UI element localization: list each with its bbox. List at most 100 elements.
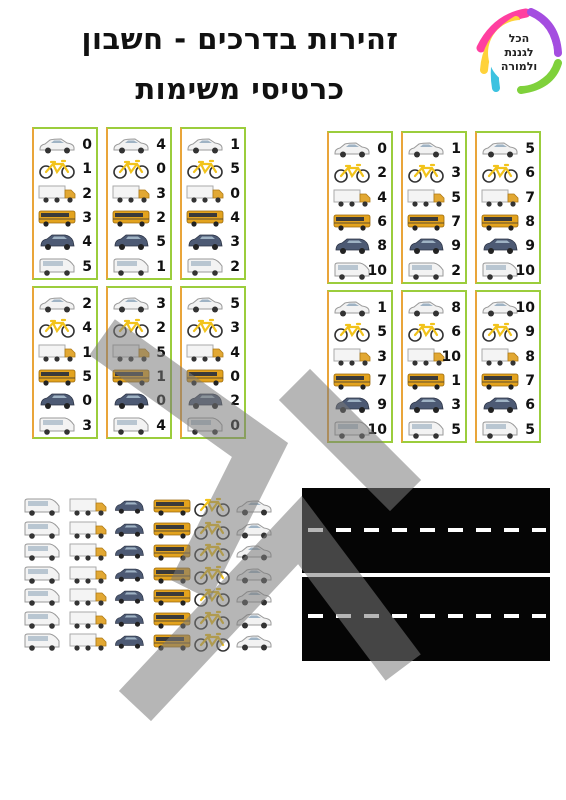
- vehicle-count: 0: [230, 185, 240, 202]
- vehicle-count: 3: [377, 348, 387, 365]
- bus-icon: [37, 366, 77, 392]
- suv-icon: [480, 394, 520, 420]
- vehicle-count: 5: [82, 368, 92, 385]
- vehicle-count: 2: [230, 258, 240, 275]
- task-card-left-1: 1 5 0 4 3 2: [180, 127, 246, 280]
- vehicle-count: 0: [82, 393, 92, 410]
- vehicle-count: 4: [82, 320, 92, 337]
- vehicle-count: 1: [451, 372, 461, 389]
- bus-icon: [111, 207, 151, 233]
- bus-icon: [480, 211, 520, 237]
- bicycle-icon: [406, 162, 446, 188]
- logo-text: הכל לגננת ולמורה: [500, 32, 538, 73]
- van-icon: [332, 419, 372, 445]
- car-icon: [37, 134, 77, 160]
- task-card-left-5: 3 2 5 1 0 4: [106, 286, 172, 439]
- truck-icon: [37, 342, 77, 368]
- vehicle-count: 1: [156, 368, 166, 385]
- vehicle-count: 5: [525, 421, 535, 438]
- vehicle-count: 3: [230, 320, 240, 337]
- bus-icon: [37, 207, 77, 233]
- page-title: זהירות בדרכים - חשבון: [81, 22, 399, 56]
- task-card-left-4: 5 3 4 0 2 0: [180, 286, 246, 439]
- suv-icon: [37, 390, 77, 416]
- vehicle-count: 2: [451, 262, 461, 279]
- road-markings: [302, 528, 550, 618]
- van-icon: [185, 256, 225, 282]
- vehicle-count: 10: [441, 348, 461, 365]
- vehicle-count: 7: [451, 213, 461, 230]
- task-card-right-5: 8 6 10 1 3 5: [401, 290, 467, 443]
- car-cutout-icon: [234, 631, 274, 657]
- vehicle-count: 3: [451, 397, 461, 414]
- suv-icon: [406, 235, 446, 261]
- van-cutout-icon: [22, 586, 62, 612]
- vehicle-count: 6: [451, 324, 461, 341]
- vehicle-count: 0: [82, 137, 92, 153]
- car-icon: [111, 134, 151, 160]
- vehicle-count: 8: [377, 238, 387, 255]
- vehicle-count: 1: [82, 161, 92, 178]
- bus-icon: [332, 370, 372, 396]
- vehicle-count: 7: [525, 189, 535, 206]
- suv-cutout-icon: [112, 631, 146, 657]
- suv-icon: [185, 231, 225, 257]
- car-icon: [111, 293, 151, 319]
- bicycle-icon: [111, 158, 151, 184]
- suv-icon: [185, 390, 225, 416]
- car-icon: [480, 297, 520, 323]
- vehicle-count: 1: [377, 300, 387, 316]
- suv-icon: [111, 231, 151, 257]
- vehicle-count: 0: [230, 368, 240, 385]
- suv-icon: [37, 231, 77, 257]
- bicycle-icon: [332, 321, 372, 347]
- task-card-right-3: 0 2 4 6 8 10: [327, 131, 393, 284]
- vehicle-count: 2: [156, 320, 166, 337]
- car-icon: [480, 138, 520, 164]
- vehicle-count: 3: [230, 234, 240, 251]
- vehicle-count: 7: [377, 372, 387, 389]
- car-icon: [406, 297, 446, 323]
- bus-icon: [406, 370, 446, 396]
- vehicle-count: 5: [230, 296, 240, 312]
- bicycle-icon: [406, 321, 446, 347]
- truck-icon: [111, 342, 151, 368]
- task-card-right-4: 10 9 8 7 6 5: [475, 290, 541, 443]
- vehicle-count: 8: [451, 300, 461, 316]
- vehicle-count: 5: [230, 161, 240, 178]
- task-card-left-6: 2 4 1 5 0 3: [32, 286, 98, 439]
- bus-icon: [185, 207, 225, 233]
- task-card-right-1: 5 6 7 8 9 10: [475, 131, 541, 284]
- vehicle-count: 0: [377, 141, 387, 157]
- vehicle-count: 0: [156, 161, 166, 178]
- vehicle-count: 7: [525, 372, 535, 389]
- van-cutout-icon: [22, 496, 62, 522]
- vehicle-count: 4: [156, 417, 166, 434]
- van-cutout-icon: [22, 609, 62, 635]
- van-icon: [185, 415, 225, 441]
- van-icon: [480, 260, 520, 286]
- vehicle-count: 3: [156, 185, 166, 202]
- bicycle-icon: [37, 158, 77, 184]
- bicycle-cutout-icon: [192, 631, 232, 657]
- car-icon: [332, 297, 372, 323]
- vehicle-count: 4: [377, 189, 387, 206]
- van-icon: [111, 256, 151, 282]
- van-cutout-icon: [22, 541, 62, 567]
- vehicle-count: 4: [82, 234, 92, 251]
- vehicle-count: 4: [230, 209, 240, 226]
- truck-icon: [480, 187, 520, 213]
- vehicle-count: 3: [451, 165, 461, 182]
- van-cutout-icon: [22, 519, 62, 545]
- vehicle-count: 9: [525, 238, 535, 255]
- vehicle-count: 4: [230, 344, 240, 361]
- van-icon: [37, 256, 77, 282]
- car-icon: [332, 138, 372, 164]
- vehicle-count: 10: [367, 421, 387, 438]
- logo-icon: [476, 8, 562, 94]
- truck-icon: [332, 187, 372, 213]
- van-cutout-icon: [22, 631, 62, 657]
- vehicle-count: 5: [525, 141, 535, 157]
- vehicle-count: 5: [451, 189, 461, 206]
- van-icon: [406, 260, 446, 286]
